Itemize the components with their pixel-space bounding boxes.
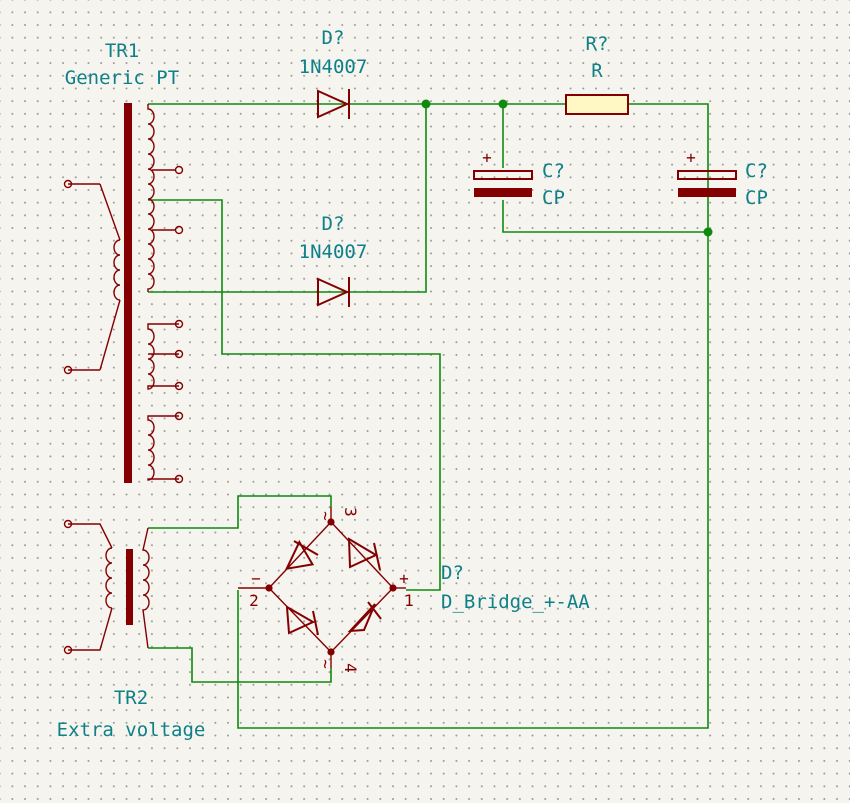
c2-ref[interactable]: C? <box>745 160 768 182</box>
bridge-node-left <box>265 584 273 592</box>
tr1-pin-sec2-a[interactable] <box>174 319 184 329</box>
wire-center-tap <box>148 199 441 591</box>
tr2-pin-pri-2[interactable] <box>63 645 73 655</box>
junction-dot <box>421 99 431 109</box>
bridge-node-right <box>389 584 397 592</box>
tr1-pin-sec2-b[interactable] <box>174 349 184 359</box>
d2-value[interactable]: 1N4007 <box>299 241 368 263</box>
d1-value[interactable]: 1N4007 <box>299 56 368 78</box>
d1-ref[interactable]: D? <box>322 27 345 49</box>
wire-tr2-ac-bottom <box>148 647 332 683</box>
junction-dot <box>498 99 508 109</box>
bridge-ref[interactable]: D? <box>441 562 464 584</box>
r1-value[interactable]: R <box>591 60 603 82</box>
wire-ground-return <box>237 232 709 729</box>
bridge-value[interactable]: D_Bridge_+-AA <box>441 591 590 613</box>
c2-polarity: + <box>686 148 696 167</box>
tr1-value[interactable]: Generic PT <box>65 67 179 89</box>
c1-ref[interactable]: C? <box>542 160 565 182</box>
junctions <box>421 99 713 237</box>
tr2-ref[interactable]: TR2 <box>114 687 148 709</box>
tr1-pin-pri-1[interactable] <box>63 179 73 189</box>
bridge-pin-3: 3 <box>341 507 360 517</box>
bridge-plus-mark: + <box>399 569 409 588</box>
tr1-pin-sec3-a[interactable] <box>174 411 184 421</box>
wire-d2 <box>148 104 427 293</box>
bridge-node-bottom <box>327 648 335 656</box>
tr1-core <box>124 103 132 483</box>
wire-tr2-ac-top <box>148 495 332 529</box>
bridge-ac-bottom-mark: ~ <box>316 659 335 669</box>
transformer-tr1[interactable]: TR1 Generic PT <box>63 40 184 484</box>
d2-ref[interactable]: D? <box>322 213 345 235</box>
tr2-value[interactable]: Extra voltage <box>57 719 206 741</box>
tr2-pin-pri-1[interactable] <box>63 519 73 529</box>
bridge-minus-mark: − <box>251 569 261 588</box>
r1-ref[interactable]: R? <box>586 33 609 55</box>
capacitor-c2[interactable]: + C? CP <box>677 148 768 209</box>
diode-d1[interactable]: D? 1N4007 <box>299 27 368 119</box>
diode-d2[interactable]: D? 1N4007 <box>299 213 368 307</box>
wire-c1-bottom <box>502 200 708 233</box>
tr1-pin-pri-2[interactable] <box>63 365 73 375</box>
junction-dot <box>703 227 713 237</box>
bridge-node-top <box>327 518 335 526</box>
tr1-pin-tap-2[interactable] <box>174 225 184 235</box>
bridge-pin-4: 4 <box>341 663 360 673</box>
bridge-pin-2: 2 <box>249 591 259 610</box>
tr1-pin-sec2-c[interactable] <box>174 381 184 391</box>
tr1-ref[interactable]: TR1 <box>105 40 139 62</box>
bridge-ac-top-mark: ~ <box>316 511 335 521</box>
bridge-pin-1: 1 <box>404 591 414 610</box>
capacitor-c1[interactable]: + C? CP <box>473 148 565 209</box>
transformer-tr2[interactable]: TR2 Extra voltage <box>57 519 206 742</box>
c2-value[interactable]: CP <box>745 187 768 209</box>
resistor-r1[interactable]: R? R <box>565 33 629 115</box>
tr1-pin-sec3-b[interactable] <box>174 474 184 484</box>
c1-polarity: + <box>482 148 492 167</box>
bridge-rectifier[interactable]: + − 1 2 3 4 ~ ~ D? D_Bridge_+-AA <box>238 507 590 673</box>
wire-top-rail <box>148 103 709 232</box>
c1-value[interactable]: CP <box>542 187 565 209</box>
tr2-core <box>126 549 133 625</box>
tr1-pin-tap-1[interactable] <box>174 165 184 175</box>
wires <box>148 103 709 729</box>
